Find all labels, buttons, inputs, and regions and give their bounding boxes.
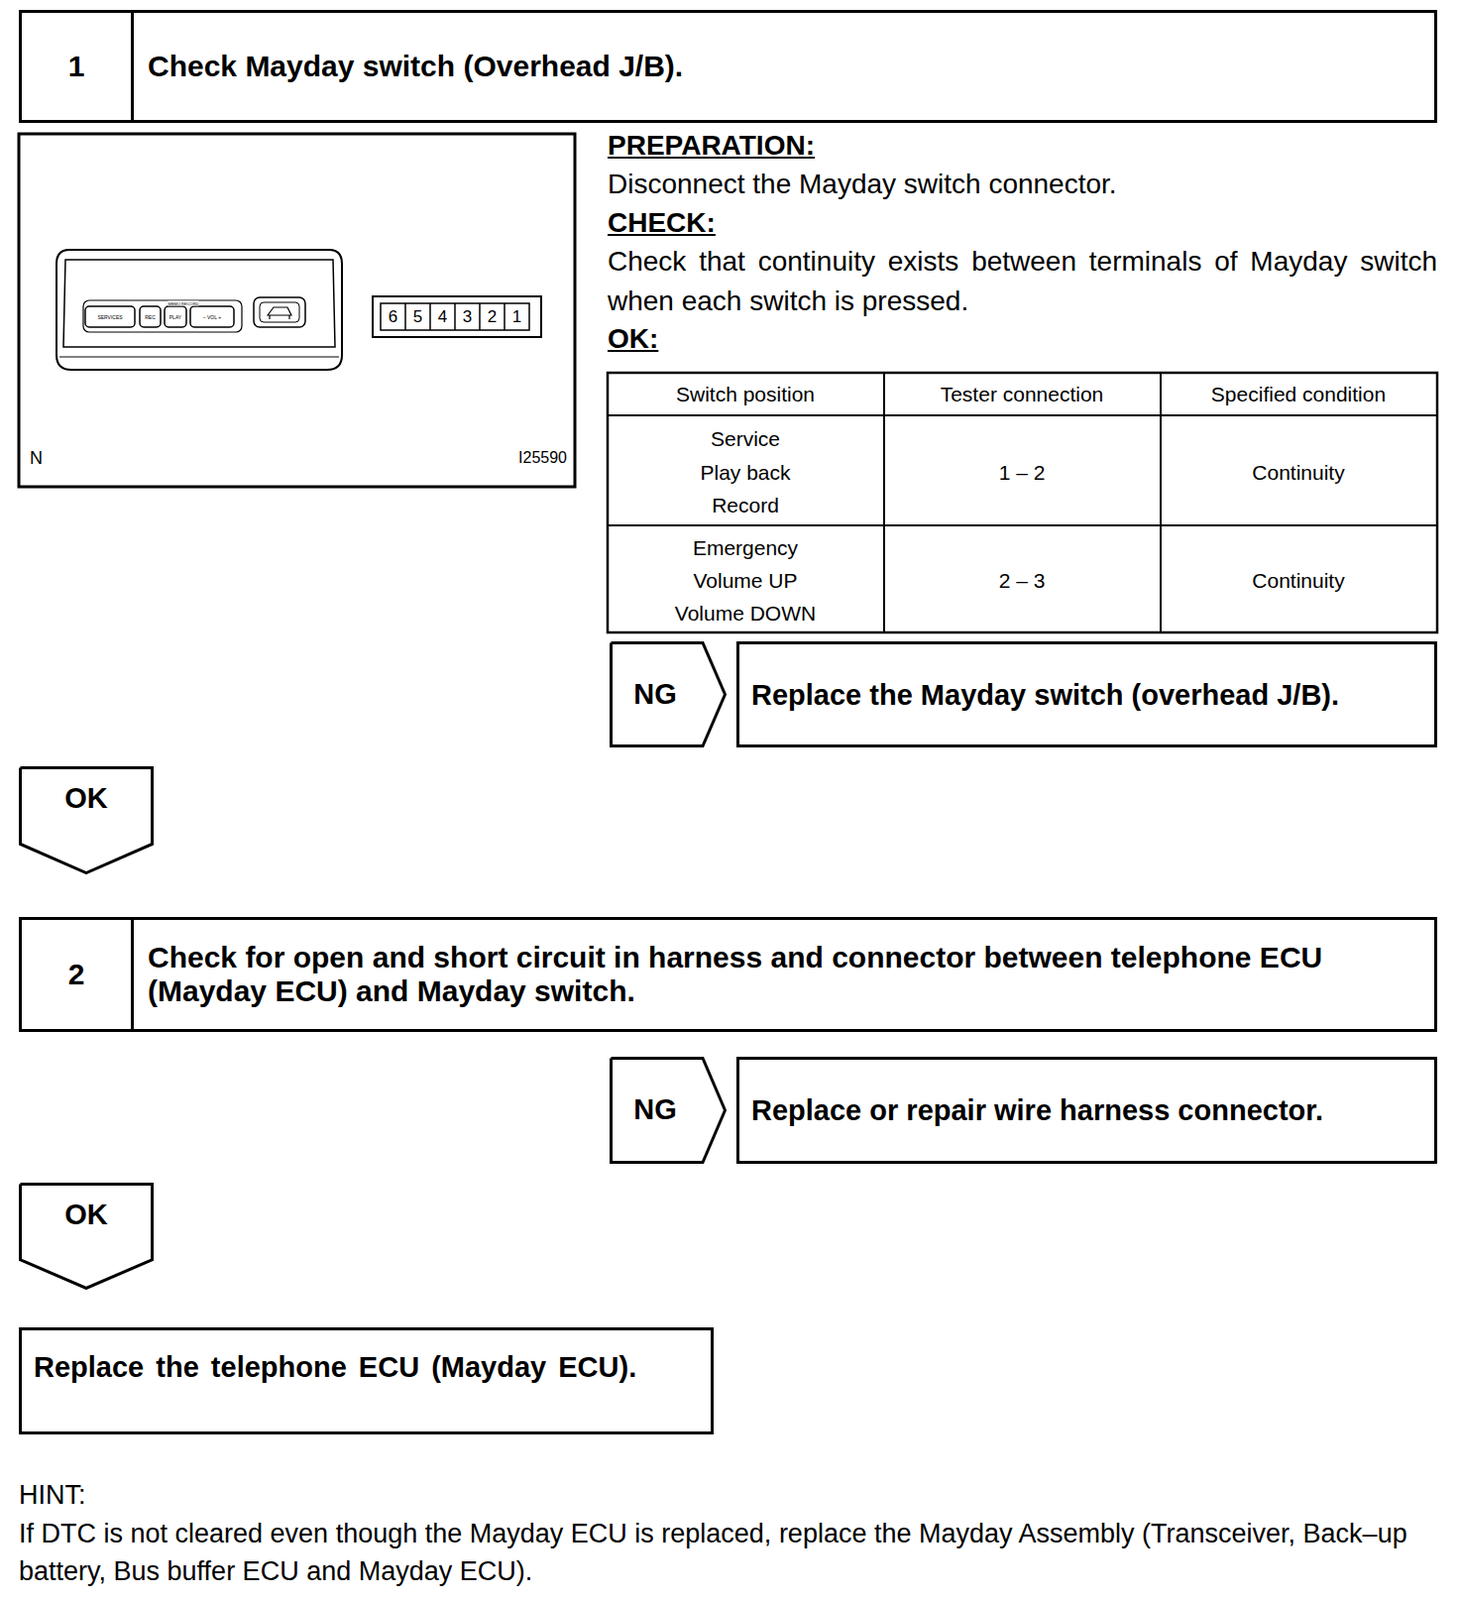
- action-box: Replace the telephone ECU (Mayday ECU).: [18, 1327, 714, 1435]
- table-cell: Emergency: [692, 535, 798, 562]
- action-box: Replace or repair wire harness connector…: [736, 1056, 1438, 1164]
- step-box: 2Check for open and short circuit in har…: [18, 916, 1438, 1032]
- action-box: Replace the Mayday switch (overhead J/B)…: [736, 641, 1438, 748]
- services-button: [85, 306, 135, 328]
- switch-housing: [56, 249, 342, 370]
- table-rule: [1159, 372, 1162, 633]
- button-label: – VOL +: [203, 314, 222, 321]
- pin-number: 5: [413, 307, 423, 328]
- action-text: Replace the telephone ECU (Mayday ECU).: [21, 1330, 649, 1390]
- emergency-button-inner: [259, 302, 300, 323]
- button-group-label: MEMO RECORD: [168, 301, 200, 307]
- pin-divider: [404, 303, 407, 331]
- volume-button: [190, 306, 234, 328]
- pin-number: 6: [388, 307, 398, 328]
- pin-number: 1: [512, 307, 522, 328]
- pin-divider: [453, 303, 456, 331]
- table-cell: Service: [710, 426, 781, 452]
- branch-label: OK: [18, 1198, 154, 1232]
- figure-number: I25590: [518, 448, 567, 468]
- connector-housing: [372, 296, 542, 337]
- ok-arrow: OK: [18, 1182, 154, 1290]
- vehicle-icon: [267, 307, 292, 320]
- housing-edge: [59, 356, 339, 358]
- instruction-text: Disconnect the Mayday switch connector.: [607, 164, 1118, 205]
- pin-number: 2: [487, 307, 497, 328]
- step-number: 2: [21, 919, 134, 1029]
- step-box: 1Check Mayday switch (Overhead J/B).: [18, 9, 1438, 123]
- action-text: Replace or repair wire harness connector…: [739, 1087, 1336, 1133]
- table-rule: [607, 524, 1438, 527]
- table-rule: [607, 414, 1438, 417]
- table-rule: [883, 372, 886, 633]
- pin-divider: [429, 303, 432, 331]
- rec-button: [139, 306, 161, 328]
- pin-divider: [478, 303, 481, 331]
- figure-code: N: [29, 447, 43, 469]
- table-cell: 2 – 3: [999, 567, 1046, 594]
- table-cell: Volume UP: [692, 567, 797, 594]
- pin-divider: [503, 303, 506, 331]
- table-cell: Play back: [699, 459, 790, 486]
- hint-heading: HINT:: [18, 1475, 87, 1514]
- button-label: SERVICES: [97, 314, 122, 321]
- instruction-text: Check that continuity exists between ter…: [607, 241, 1438, 322]
- table-cell: Record: [711, 492, 780, 519]
- figure-frame: [18, 133, 575, 487]
- table-frame: [607, 372, 1438, 633]
- branch-label: NG: [609, 1093, 701, 1126]
- table-header: Switch position: [675, 381, 815, 408]
- section-heading: OK:: [607, 319, 659, 359]
- play-button: [164, 306, 187, 328]
- table-cell: Continuity: [1251, 567, 1345, 594]
- table-header: Specified condition: [1211, 381, 1386, 408]
- pin-number: 3: [462, 307, 472, 328]
- hint-text: If DTC is not cleared even though the Ma…: [18, 1514, 1437, 1590]
- step-title: Check Mayday switch (Overhead J/B).: [133, 43, 1435, 90]
- table-header: Tester connection: [940, 381, 1105, 408]
- button-frame: [83, 300, 242, 333]
- switch-panel: [63, 259, 336, 347]
- table-cell: Continuity: [1251, 459, 1345, 486]
- button-label: REC: [144, 314, 156, 321]
- step-number: 1: [21, 12, 134, 120]
- table-cell: 1 – 2: [999, 459, 1046, 486]
- pin-number: 4: [438, 307, 448, 328]
- step-title: Check for open and short circuit in harn…: [133, 934, 1435, 1014]
- table-cell: Volume DOWN: [674, 600, 816, 627]
- ok-arrow: OK: [18, 766, 154, 875]
- action-text: Replace the Mayday switch (overhead J/B)…: [739, 672, 1351, 718]
- section-heading: PREPARATION:: [607, 125, 815, 166]
- connector-face: [380, 303, 530, 331]
- emergency-button: [253, 297, 306, 328]
- branch-label: NG: [609, 677, 701, 711]
- section-heading: CHECK:: [607, 203, 716, 243]
- ng-arrow: NG: [609, 1056, 727, 1164]
- ng-arrow: NG: [609, 641, 727, 748]
- button-label: PLAY: [169, 314, 182, 321]
- branch-label: OK: [18, 782, 154, 815]
